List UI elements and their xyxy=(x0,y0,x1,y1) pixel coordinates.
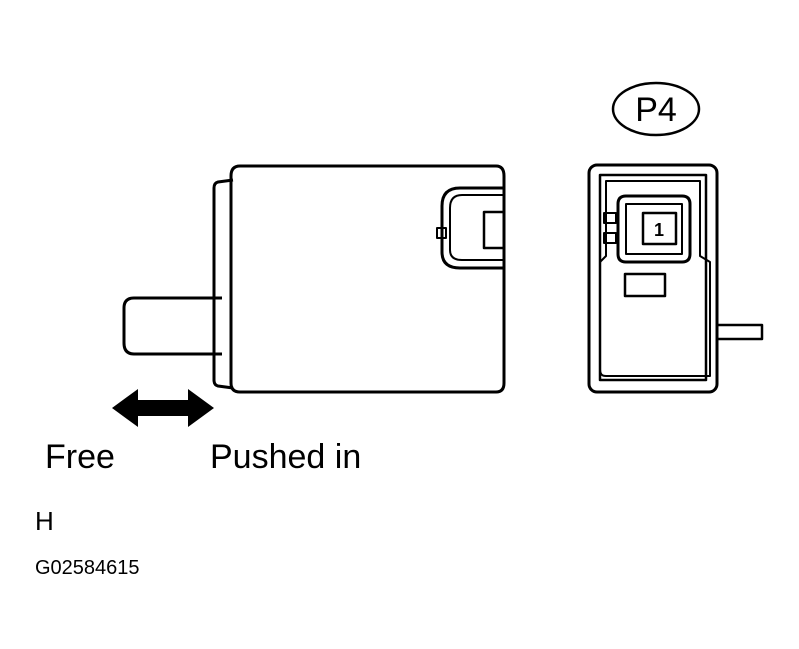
connector-id-label: P4 xyxy=(635,91,677,129)
connector-cavity xyxy=(616,194,692,264)
switch-socket-lock xyxy=(482,210,506,250)
connector-pin-1-box xyxy=(641,211,678,246)
connector-cavity-inner xyxy=(625,203,683,255)
pushed-in-label: Pushed in xyxy=(210,438,361,476)
connector-latch-upper xyxy=(603,212,617,224)
view-code-label: H xyxy=(35,506,54,536)
connector-pin-number: 1 xyxy=(654,220,664,240)
switch-socket-tab xyxy=(436,227,447,239)
free-label: Free xyxy=(45,438,115,476)
connector-slot xyxy=(623,272,667,298)
double-headed-arrow-icon xyxy=(112,389,214,427)
connector-face-view xyxy=(587,163,764,394)
switch-side-view xyxy=(122,164,506,394)
figure-id-label: G02584615 xyxy=(35,557,140,579)
connector-latch-lower xyxy=(603,232,617,244)
connector-side-pin xyxy=(716,323,764,341)
switch-body xyxy=(229,164,506,394)
connector-id-oval xyxy=(611,81,701,137)
switch-plunger xyxy=(122,296,222,356)
connector-housing-inner-2 xyxy=(599,180,711,377)
switch-flange xyxy=(212,178,234,390)
connector-housing-outer xyxy=(587,163,719,394)
switch-connector-socket-inner xyxy=(449,194,504,261)
